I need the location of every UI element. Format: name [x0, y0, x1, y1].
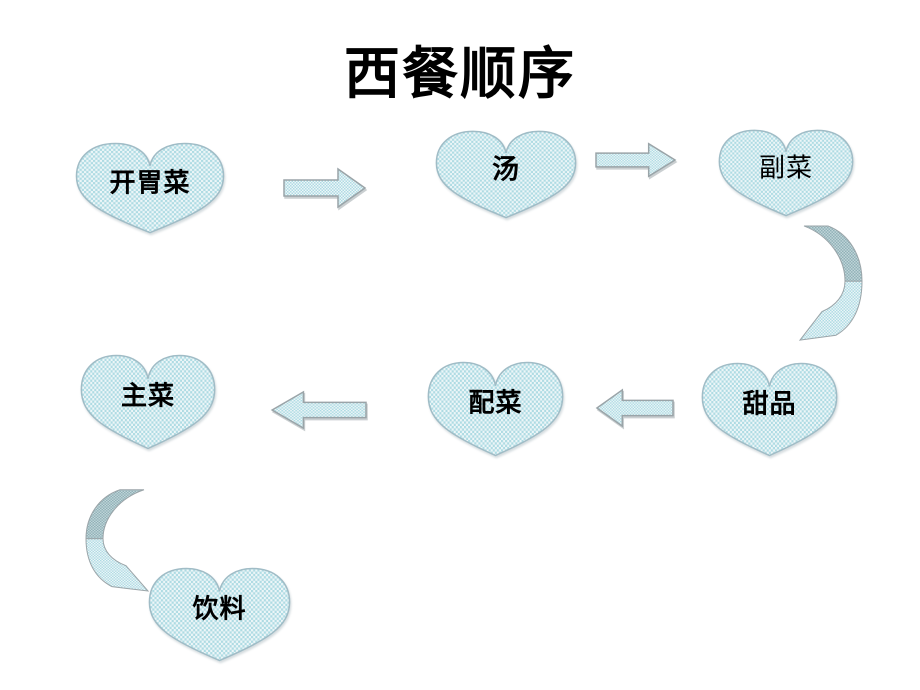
heart-sidedish: 副菜	[718, 129, 854, 217]
heart-soup: 汤	[435, 130, 577, 219]
left-arrow-icon	[271, 390, 366, 430]
heart-dessert: 甜品	[701, 362, 838, 457]
heart-shape	[75, 142, 225, 234]
heart-garnish: 配菜	[427, 361, 564, 457]
heart-label: 主菜	[120, 381, 176, 412]
curved-down-arrow-icon	[82, 488, 154, 598]
curved-arrow-maincourse-to-drink	[82, 488, 154, 598]
heart-shape	[427, 361, 564, 457]
curved-arrow-sidedish-to-dessert	[794, 224, 866, 348]
arrow-dessert-to-garnish	[596, 388, 673, 428]
heart-label: 副菜	[758, 153, 814, 184]
heart-shape	[435, 130, 577, 219]
left-arrow-icon	[596, 388, 673, 428]
heart-label: 汤	[492, 154, 520, 186]
heart-label: 甜品	[742, 389, 797, 420]
heart-appetizer: 开胃菜	[75, 142, 225, 234]
heart-drink: 饮料	[148, 567, 291, 662]
heart-label: 饮料	[192, 594, 247, 625]
heart-shape	[718, 129, 854, 217]
curved-down-arrow-icon	[794, 224, 866, 348]
heart-maincourse: 主菜	[80, 354, 216, 450]
page-title: 西餐顺序	[344, 42, 576, 107]
arrow-garnish-to-maincourse	[271, 390, 366, 430]
arrow-soup-to-sidedish	[596, 142, 676, 178]
heart-shape	[148, 567, 291, 662]
heart-shape	[80, 354, 216, 450]
right-arrow-icon	[596, 142, 676, 178]
heart-label: 开胃菜	[109, 168, 191, 199]
right-arrow-icon	[284, 167, 366, 209]
arrow-appetizer-to-soup	[284, 167, 366, 209]
heart-shape	[701, 362, 838, 457]
heart-label: 配菜	[468, 388, 523, 419]
